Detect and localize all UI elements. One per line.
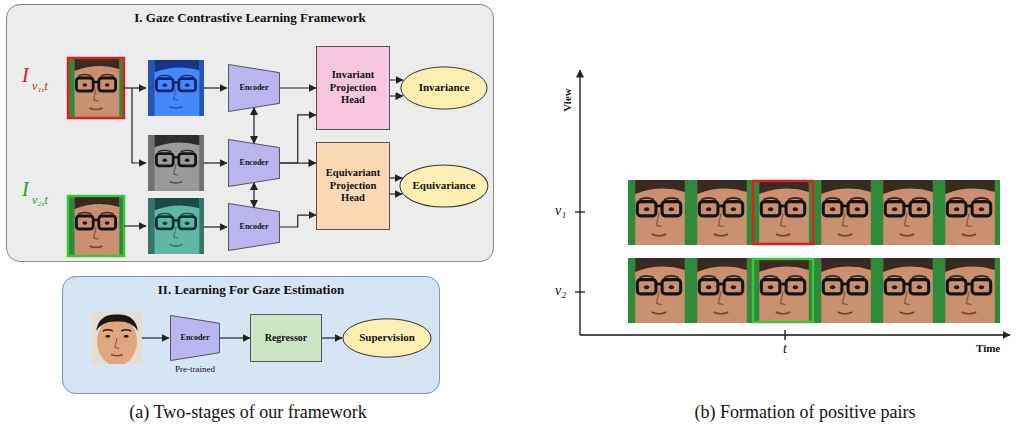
encoder-block: Encoder — [228, 64, 280, 112]
axis-title: Time — [976, 342, 1000, 355]
red-frame — [753, 181, 813, 244]
encoder-block: Encoder — [170, 315, 220, 361]
framework-panel: I. Gaze Contrastive Learning FrameworkEn… — [6, 4, 494, 262]
panel-title: II. Learning For Gaze Estimation — [63, 277, 439, 298]
connector-arrow — [390, 95, 403, 96]
encoder-block: Encoder — [228, 203, 280, 251]
image-symbol: I — [22, 64, 29, 87]
panel-ground — [6, 4, 494, 262]
connector-arrow — [390, 177, 402, 178]
augmented-image — [148, 60, 204, 116]
subfigure-caption: (b) Formation of positive pairs — [695, 402, 916, 423]
augmented-image — [148, 198, 204, 254]
connector-arrow — [390, 193, 402, 194]
red-frame — [68, 58, 124, 118]
connector-arrow — [279, 115, 316, 163]
connector-arrow — [253, 107, 254, 143]
pretrained-note: Pre-trained — [175, 364, 215, 374]
connector-arrow — [279, 162, 316, 163]
node-label: Equivariant Projection Head — [320, 167, 386, 205]
node-label: Invariant Projection Head — [320, 69, 386, 107]
node-label: Encoder — [240, 158, 269, 168]
connector-arrow — [390, 79, 403, 80]
node-label: Encoder — [240, 222, 269, 232]
node-label: Equivariance — [413, 179, 476, 192]
green-frame — [753, 259, 813, 322]
connector-arrow — [253, 182, 254, 207]
face-image — [68, 196, 124, 256]
image-symbol: I — [22, 178, 29, 201]
loss-ellipse: Supervision — [342, 318, 432, 358]
axis-title: View — [561, 88, 574, 111]
panel-ground — [62, 276, 440, 394]
axes — [575, 70, 1010, 340]
green-frame — [68, 196, 124, 256]
regressor-box: Regressor — [250, 314, 322, 362]
connector-arrow — [279, 87, 316, 88]
image-subscript: v₂,t — [32, 194, 48, 208]
node-label: Encoder — [181, 333, 210, 343]
panel-title: I. Gaze Contrastive Learning Framework — [7, 5, 493, 26]
connector-arrow — [220, 337, 251, 338]
loss-ellipse: Equivariance — [399, 164, 489, 208]
axis-tick-label: v₂ — [555, 283, 566, 299]
axis-tick-label: v₁ — [555, 203, 566, 219]
projection-head: Invariant Projection Head — [316, 46, 390, 130]
node-label: Supervision — [359, 331, 415, 344]
face-image — [68, 58, 124, 118]
connector-arrow — [279, 215, 316, 227]
projection-head: Equivariant Projection Head — [316, 142, 390, 230]
image-arrows — [124, 88, 227, 338]
augmented-image — [148, 135, 204, 191]
connector-arrow — [322, 337, 342, 338]
stage-panel: II. Learning For Gaze EstimationEncoder R… — [62, 276, 440, 394]
frame-sequence — [628, 180, 1000, 323]
face-image — [92, 312, 142, 366]
encoder-block: Encoder — [228, 139, 280, 187]
loss-ellipse: Invariance — [400, 66, 488, 110]
axis-tick-label: t — [783, 341, 787, 357]
node-label: Encoder — [240, 83, 269, 93]
node-label: Invariance — [419, 81, 470, 94]
subfigure-caption: (a) Two-stages of our framework — [129, 402, 366, 423]
image-subscript: v₁,t — [32, 80, 48, 94]
node-label: Regressor — [265, 332, 308, 344]
